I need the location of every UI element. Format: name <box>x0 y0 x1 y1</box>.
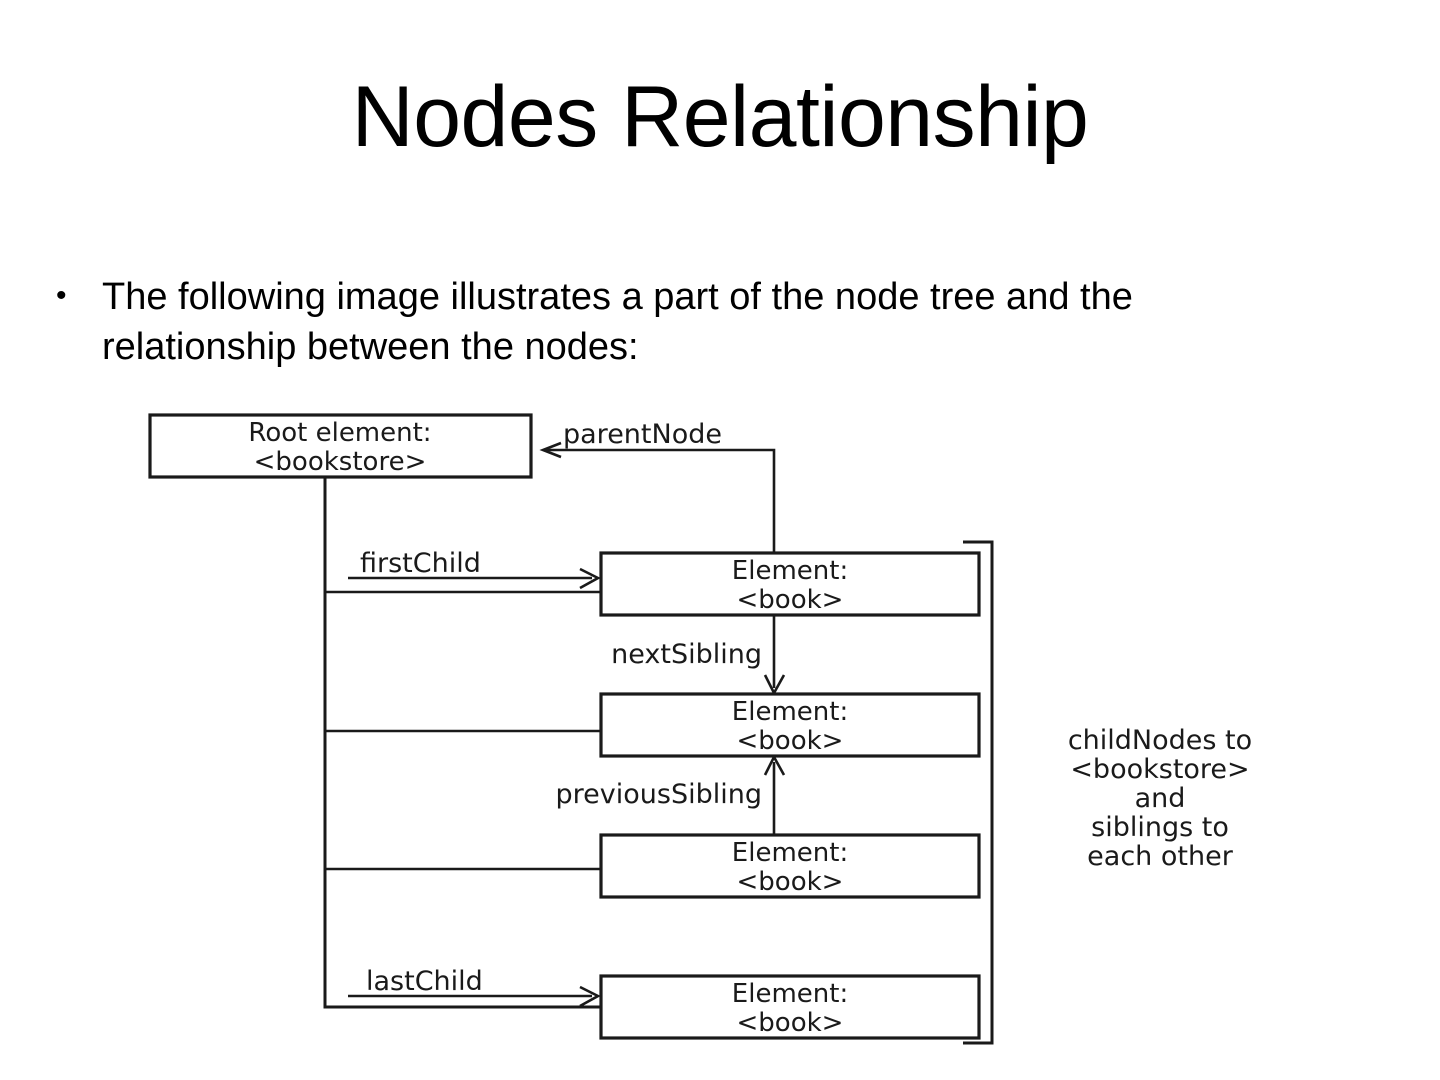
first-child-arrowhead <box>579 567 601 590</box>
child-element-4-line2: <book> <box>737 1008 844 1038</box>
bullet-marker-icon: • <box>56 279 67 312</box>
child-element-2-line2: <book> <box>737 726 844 756</box>
page-title: Nodes Relationship <box>351 69 1089 165</box>
root-trunk-line <box>323 477 600 1009</box>
parent-node-label: parentNode <box>563 419 722 450</box>
child-element-node-1: Element: <book> <box>599 551 981 617</box>
child-nodes-note-line-3: and <box>1135 783 1186 814</box>
child-element-node-2: Element: <book> <box>599 692 981 758</box>
child-nodes-note-line-2: <bookstore> <box>1070 754 1249 785</box>
child-nodes-note-line-5: each other <box>1087 841 1234 872</box>
parent-node-arrowhead <box>539 441 562 459</box>
child-element-1-line2: <book> <box>737 585 844 615</box>
first-child-label: firstChild <box>360 548 481 579</box>
child-nodes-note-line-1: childNodes to <box>1068 725 1252 756</box>
child-element-node-4: Element: <book> <box>599 974 981 1040</box>
child-nodes-bracket <box>963 540 994 1045</box>
last-child-arrowhead <box>579 985 601 1008</box>
bullet-list: • The following image illustrates a part… <box>48 272 1268 372</box>
child-element-4-line1: Element: <box>732 979 848 1009</box>
next-sibling-label: nextSibling <box>611 639 762 670</box>
last-child-label: lastChild <box>366 966 483 997</box>
child-nodes-note: childNodes to <bookstore> and siblings t… <box>1068 725 1252 872</box>
child-nodes-note-line-4: siblings to <box>1091 812 1229 843</box>
next-sibling-arrowhead <box>763 674 786 696</box>
root-element-line1: Root element: <box>248 418 431 448</box>
list-item: • The following image illustrates a part… <box>48 272 1268 372</box>
root-element-node: Root element: <bookstore> <box>148 413 533 479</box>
child-element-3-line2: <book> <box>737 867 844 897</box>
bullet-text: The following image illustrates a part o… <box>102 276 1133 369</box>
child-element-2-line1: Element: <box>732 697 848 727</box>
root-element-line2: <bookstore> <box>254 447 427 477</box>
child-element-1-line1: Element: <box>732 556 848 586</box>
child-element-3-line1: Element: <box>732 838 848 868</box>
previous-sibling-arrowhead <box>763 754 786 776</box>
parent-node-edge <box>546 448 776 553</box>
child-element-node-3: Element: <book> <box>599 833 981 899</box>
previous-sibling-label: previousSibling <box>556 779 762 810</box>
